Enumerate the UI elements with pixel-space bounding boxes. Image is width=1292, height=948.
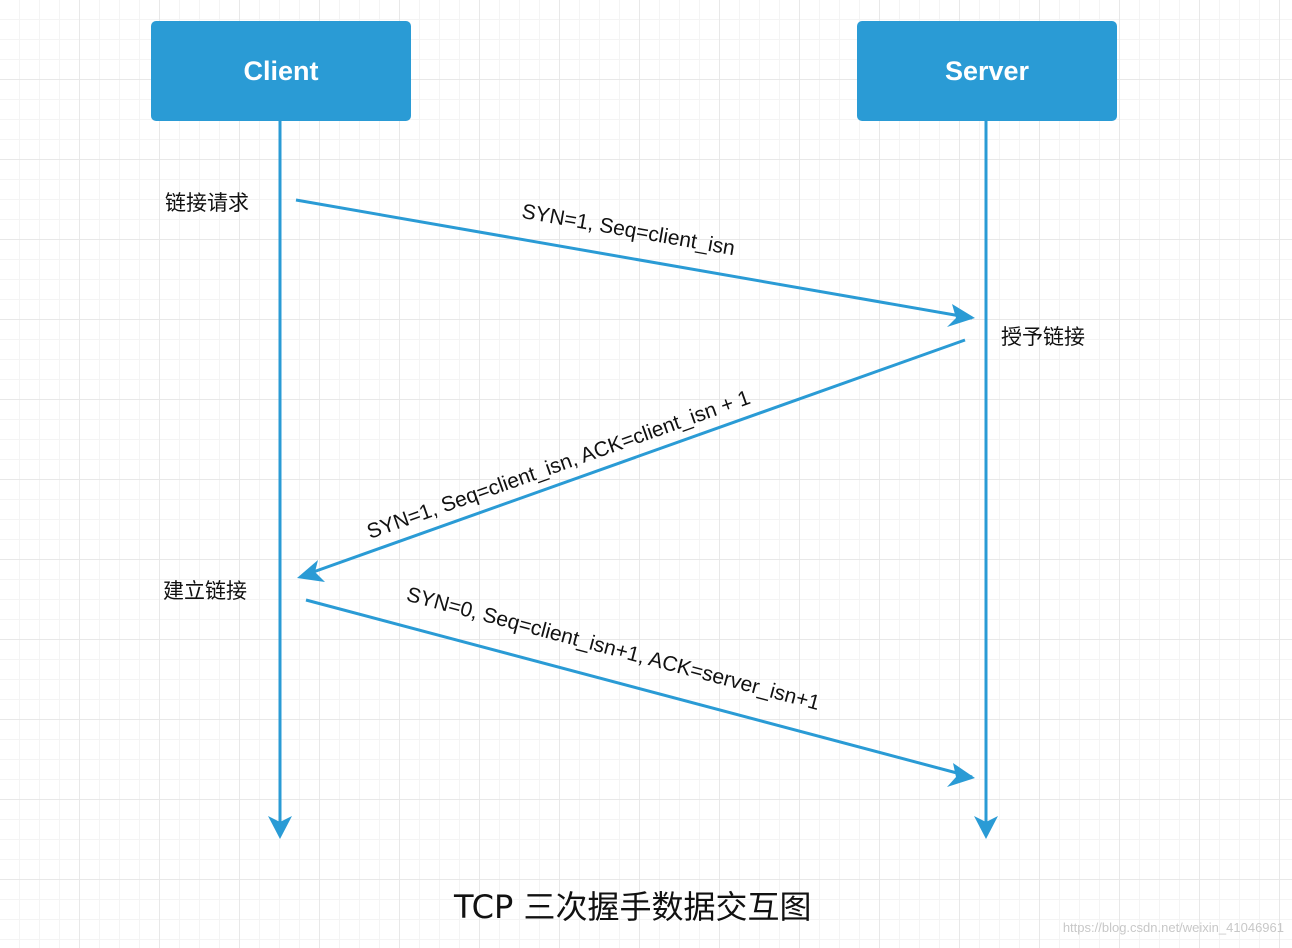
server-actor-box: Server [857, 21, 1117, 121]
server-lifeline-arrowhead [974, 816, 998, 839]
client-lifeline-arrowhead [268, 816, 292, 839]
diagram-caption: TCP 三次握手数据交互图 [454, 888, 812, 926]
establish-connection-label: 建立链接 [163, 579, 247, 603]
syn-arrowhead [947, 304, 975, 327]
grant-connection-label: 授予链接 [1001, 325, 1085, 349]
client-label: Client [243, 55, 319, 86]
ack-arrow [305, 598, 973, 779]
syn-ack-arrowhead [297, 560, 325, 582]
watermark: https://blog.csdn.net/weixin_41046961 [1062, 920, 1284, 935]
syn-ack-arrow [301, 338, 966, 578]
client-actor-box: Client [151, 21, 411, 121]
ack-arrowhead [947, 763, 975, 787]
server-label: Server [944, 55, 1030, 86]
connect-request-label: 链接请求 [165, 191, 249, 215]
syn-arrow [295, 198, 973, 320]
